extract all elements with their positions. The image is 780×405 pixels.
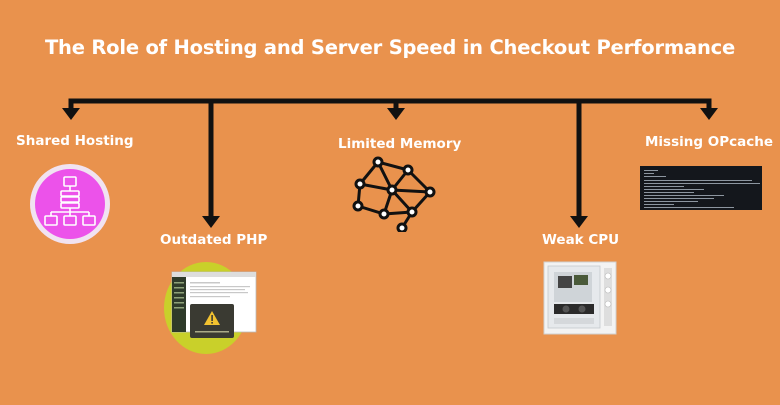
shared-hosting-network-icon [30,164,110,244]
label-limited-memory: Limited Memory [338,136,462,152]
diagram-title: The Role of Hosting and Server Speed in … [44,36,736,59]
arrow-missing-opcache [700,108,718,120]
php-update-required-screenshot [164,262,257,354]
label-shared-hosting: Shared Hosting [16,133,134,149]
label-missing-opcache: Missing OPcache [645,134,773,150]
terminal-screenshot [640,166,762,210]
arrow-limited-memory [387,108,405,120]
arrow-weak-cpu [570,216,588,228]
pc-case-image [543,261,617,335]
label-weak-cpu: Weak CPU [542,232,620,248]
arrow-outdated-php [202,216,220,228]
arrow-shared-hosting [62,108,80,120]
label-outdated-php: Outdated PHP [160,232,268,248]
neural-network-icon [352,156,436,232]
